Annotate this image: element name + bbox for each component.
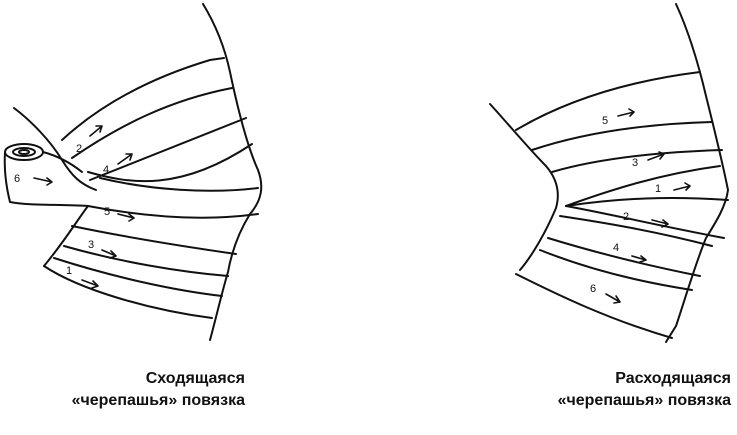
left-turn-band-5-bottom bbox=[87, 205, 259, 219]
bandage-roll-body bbox=[3, 151, 89, 207]
left-turn-left-edge bbox=[43, 205, 89, 267]
right-arm-lower-outline bbox=[489, 103, 559, 271]
left-turn-band-1-top bbox=[53, 257, 223, 297]
right-turn-band-2-bottom bbox=[565, 205, 725, 239]
bandage-roll-core bbox=[18, 149, 30, 155]
left-arrow-6 bbox=[33, 177, 53, 186]
left-turn-band-2 bbox=[71, 87, 233, 159]
left-turn-band-3-top bbox=[71, 225, 237, 255]
left-turn-band-top bbox=[61, 57, 225, 141]
left-turn-number-6: 6 bbox=[14, 173, 20, 185]
right-turn-band-4-top bbox=[559, 215, 713, 247]
right-turn-band-3-bottom bbox=[551, 149, 723, 173]
left-turn-band-1-bottom bbox=[43, 265, 213, 319]
left-caption: Сходящаяся «черепашья» повязка bbox=[72, 368, 245, 412]
right-turn-band-5-top bbox=[515, 71, 701, 131]
left-turn-number-5: 5 bbox=[104, 206, 110, 218]
right-turn-arrows bbox=[605, 108, 691, 304]
right-turn-band-4-bottom bbox=[547, 237, 701, 277]
left-turn-band-3-bottom bbox=[63, 245, 229, 277]
right-arrow-6 bbox=[605, 293, 621, 304]
right-turn-number-5: 5 bbox=[602, 115, 608, 127]
left-arrow-5 bbox=[117, 213, 135, 222]
left-turn-band-mid bbox=[87, 143, 253, 183]
right-figure: 5 3 1 2 4 6 bbox=[489, 3, 729, 343]
left-arrow-3 bbox=[101, 249, 117, 259]
left-turn-band-4 bbox=[89, 117, 247, 181]
right-arrow-1 bbox=[673, 182, 691, 191]
right-turn-band-5-bottom bbox=[531, 121, 713, 151]
right-caption-subtitle: «черепашья» повязка bbox=[557, 392, 731, 409]
right-turn-band-1-top bbox=[565, 165, 721, 207]
bandage-roll-end bbox=[4, 143, 44, 161]
left-figure: 6 2 4 5 3 1 bbox=[3, 3, 263, 341]
right-turn-band-1-bottom bbox=[565, 197, 729, 207]
right-arrow-4 bbox=[631, 255, 647, 263]
left-turn-band-5-top bbox=[99, 177, 259, 192]
left-turn-number-4: 4 bbox=[103, 164, 109, 176]
left-turn-arrows bbox=[33, 125, 135, 289]
right-caption: Расходящаяся «черепашья» повязка bbox=[558, 368, 731, 412]
right-turn-band-6-bottom bbox=[515, 273, 673, 339]
right-arrow-5 bbox=[617, 108, 635, 117]
left-arm-upper-outline bbox=[202, 3, 263, 341]
left-arrow-4 bbox=[117, 153, 133, 165]
left-turn-number-1: 1 bbox=[66, 265, 72, 277]
right-turn-number-4: 4 bbox=[613, 242, 619, 254]
right-arrow-2 bbox=[651, 219, 669, 228]
bandage-roll-inner bbox=[12, 147, 36, 157]
left-turn-number-2: 2 bbox=[76, 143, 82, 155]
left-arrow-1 bbox=[81, 279, 99, 289]
left-turn-number-3: 3 bbox=[88, 239, 94, 251]
left-arrow-2 bbox=[89, 125, 103, 137]
right-turn-number-2: 2 bbox=[623, 211, 629, 223]
left-caption-title: Сходящаяся bbox=[145, 370, 245, 387]
right-arm-upper-outline bbox=[665, 3, 729, 343]
right-caption-title: Расходящаяся bbox=[615, 370, 731, 387]
right-turn-band-6-top bbox=[539, 249, 693, 291]
right-turn-number-1: 1 bbox=[655, 183, 661, 195]
right-turn-number-6: 6 bbox=[590, 283, 596, 295]
left-caption-subtitle: «черепашья» повязка bbox=[71, 392, 245, 409]
right-turn-number-3: 3 bbox=[632, 157, 638, 169]
right-arrow-3 bbox=[647, 151, 665, 161]
